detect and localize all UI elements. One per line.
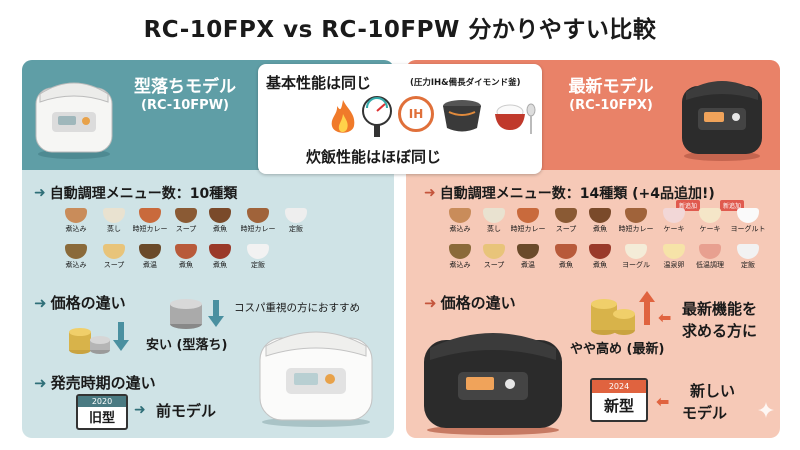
list-item: 時短カレー — [238, 208, 278, 234]
new-model-code: (RC-10FPX) — [569, 98, 653, 113]
list-item: 煮込み — [440, 208, 480, 234]
black-rice-cooker-large-icon — [424, 333, 562, 435]
calendar-year: 2020 — [78, 396, 126, 407]
rice-performance-text: 炊飯性能はほぼ同じ — [306, 148, 442, 166]
ih-icon: IH — [398, 96, 434, 132]
list-item: ヨーグル — [616, 244, 656, 270]
pressure-gauge-icon — [362, 96, 392, 137]
list-item: ケーキ — [690, 208, 730, 234]
page-title: RC-10FPX vs RC-10FPW 分かりやすい比較 — [143, 17, 657, 43]
rice-bowl-icon — [495, 103, 536, 134]
old-release-heading: ➜ 発売時期の違い — [34, 372, 156, 393]
white-rice-cooker-icon — [35, 82, 113, 159]
white-rice-cooker-large-icon — [259, 331, 373, 427]
arrow-up-icon — [639, 291, 655, 325]
list-item: 低温調理 — [690, 244, 730, 270]
coin-stack-icon — [69, 328, 110, 354]
new-menu-heading: ➜ 自動調理メニュー数：14種類 (+4品追加!) — [424, 183, 715, 203]
old-menu-heading: ➜ 自動調理メニュー数：10種類 — [34, 183, 237, 203]
coin-stack-icon — [591, 299, 635, 335]
list-item: 時短カレー — [508, 208, 548, 234]
new-price-heading-text: 価格の違い — [440, 294, 516, 312]
old-price-heading: ➜ 価格の違い — [34, 292, 126, 313]
list-item: 煮魚 — [200, 208, 240, 234]
sparkle-icon — [758, 402, 774, 418]
list-item: 煮込み — [440, 244, 480, 270]
list-item: スープ — [546, 208, 586, 234]
fire-icon — [331, 100, 355, 133]
calendar-icon: 2020 旧型 — [76, 394, 128, 430]
list-item: 時短カレー — [616, 208, 656, 234]
calendar-label: 旧型 — [88, 411, 115, 426]
arrow-right-icon: ➜ — [34, 185, 46, 201]
list-item: ヨーグルト — [728, 208, 768, 234]
list-item: 煮魚 — [166, 244, 206, 270]
list-item: 蒸し — [94, 208, 134, 234]
list-item: 煮込み — [56, 244, 96, 270]
arrow-left-icon: ⬅ — [658, 308, 672, 327]
basic-performance-box: 基本性能は同じ (圧力IH&備長ダイモンド釜) IH 炊飯性能はほぼ同じ — [258, 64, 542, 174]
list-item: スープ — [474, 244, 514, 270]
list-item: 煮魚 — [580, 244, 620, 270]
old-menu-heading-text: 自動調理メニュー数：10種類 — [49, 186, 238, 202]
list-item: 定飯 — [238, 244, 278, 270]
list-item: 煮温 — [130, 244, 170, 270]
arrow-right-icon: ➜ — [34, 373, 47, 392]
old-release-text: 前モデル — [156, 402, 217, 420]
black-rice-cooker-icon — [682, 81, 762, 161]
list-item: 定飯 — [728, 244, 768, 270]
arrow-down-icon — [208, 300, 224, 327]
old-price-text: 安い (型落ち) — [146, 338, 228, 353]
old-recommend-text: コスパ重視の方におすすめ — [234, 302, 360, 314]
list-item: 温泉卵 — [654, 244, 694, 270]
arrow-left-icon: ⬅ — [656, 392, 670, 411]
new-price-heading: ➜ 価格の違い — [424, 292, 516, 313]
inner-pot-icon — [443, 100, 481, 132]
new-model-title: 最新モデル — [568, 77, 654, 97]
calendar-label: 新型 — [603, 397, 634, 415]
arrow-right-icon: ➜ — [34, 293, 47, 312]
arrow-right-icon: ➜ — [424, 293, 437, 312]
new-menu-heading-text: 自動調理メニュー数：14種類 (+4品追加!) — [439, 186, 715, 202]
list-item: 煮込み — [56, 208, 96, 234]
old-price-heading-text: 価格の違い — [50, 294, 126, 312]
list-item: 煮魚 — [546, 244, 586, 270]
list-item: ケーキ — [654, 208, 694, 234]
ih-label: IH — [408, 107, 424, 121]
list-item: 蒸し — [474, 208, 514, 234]
coin-stack-icon — [170, 299, 202, 329]
old-model-title: 型落ちモデル — [134, 77, 236, 97]
new-price-text: やや高め (最新) — [570, 342, 665, 357]
list-item: スープ — [94, 244, 134, 270]
list-item: 時短カレー — [130, 208, 170, 234]
list-item: 煮温 — [508, 244, 548, 270]
list-item: 定飯 — [276, 208, 316, 234]
new-release-line2: モデル — [682, 404, 728, 422]
basic-performance-note: (圧力IH&備長ダイモンド釜) — [410, 78, 521, 88]
arrow-right-icon: ➜ — [134, 402, 146, 418]
basic-performance-title: 基本性能は同じ — [266, 74, 372, 92]
new-feature-line2: 求める方に — [682, 322, 758, 340]
list-item: スープ — [166, 208, 206, 234]
calendar-year: 2024 — [592, 380, 646, 393]
list-item: 煮魚 — [200, 244, 240, 270]
new-badge: 新追加 — [720, 200, 745, 211]
arrow-down-icon — [113, 322, 129, 351]
new-feature-line1: 最新機能を — [682, 300, 758, 318]
new-badge: 新追加 — [676, 200, 701, 211]
arrow-right-icon: ➜ — [424, 185, 436, 201]
old-model-code: (RC-10FPW) — [141, 98, 229, 113]
old-release-heading-text: 発売時期の違い — [50, 374, 156, 392]
calendar-icon: 2024 新型 — [590, 378, 648, 422]
list-item: 煮魚 — [580, 208, 620, 234]
new-release-line1: 新しい — [690, 382, 736, 400]
